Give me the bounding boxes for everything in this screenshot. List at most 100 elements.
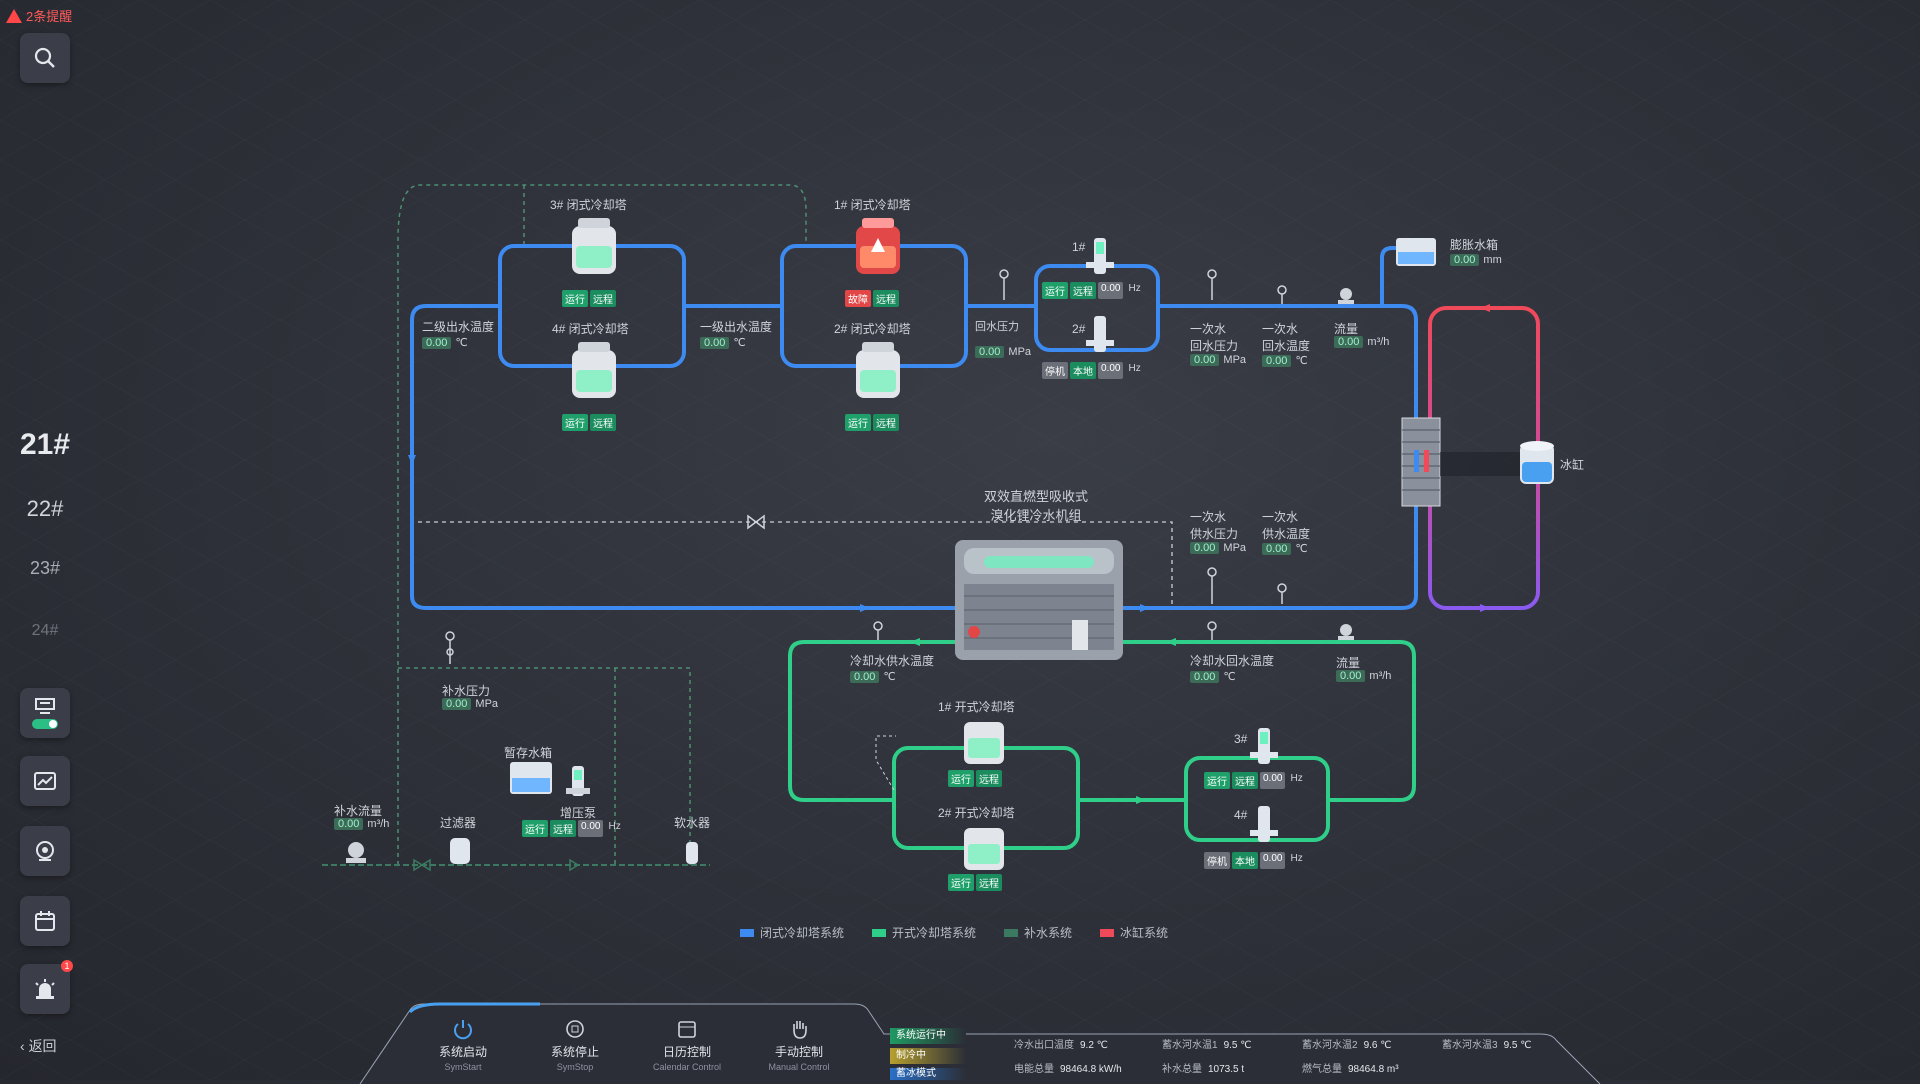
- calendar-button[interactable]: [20, 896, 70, 946]
- device-toggle-button[interactable]: [20, 688, 70, 738]
- pri-supply-temp-value: 0.00℃: [1262, 542, 1308, 555]
- bottom-bar-frame: [359, 1002, 1601, 1084]
- buffer-tank-graphic: [510, 762, 552, 794]
- legend-swatch-open: [872, 928, 887, 937]
- trend-button[interactable]: [20, 756, 70, 806]
- pri-out-temp-label: 一级出水温度: [700, 320, 773, 334]
- legend-swatch-ice: [1100, 928, 1115, 937]
- calendar-icon: [35, 911, 55, 931]
- open-tower-feed: [875, 735, 896, 791]
- ice-tank-label: 冰缸: [1560, 458, 1585, 472]
- closed-tower-3-label: 3# 闭式冷却塔: [550, 198, 627, 212]
- open-tower-2-label: 2# 开式冷却塔: [938, 806, 1015, 820]
- ice-tank-graphic: [1520, 441, 1554, 484]
- makeup-pressure-label: 补水压力: [442, 684, 491, 698]
- cw-supply-temp-value: 0.00℃: [850, 670, 896, 683]
- back-button[interactable]: ‹ 返回: [20, 1038, 57, 1054]
- legend-swatch-makeup: [1004, 928, 1019, 937]
- flow-meter-icons: [346, 288, 1354, 863]
- flow-label: 流量: [1334, 322, 1359, 336]
- unit-24[interactable]: 24#: [31, 622, 59, 639]
- makeup-dashed-lines: [397, 184, 807, 865]
- filter-graphic: [450, 838, 470, 864]
- hand-icon: [793, 1021, 807, 1039]
- legend-item: 开式冷却塔系统: [872, 924, 976, 941]
- sec-out-temp-label: 二级出水温度: [422, 320, 495, 334]
- pump3-label: 3#: [1234, 732, 1248, 746]
- softener-graphic: [686, 842, 698, 864]
- closed-tower-2-icon[interactable]: [852, 340, 904, 402]
- legend: 闭式冷却塔系统 开式冷却塔系统 补水系统 冰缸系统: [740, 924, 1168, 941]
- bypass-dashed-line: [418, 521, 1173, 604]
- search-icon: [34, 47, 55, 68]
- booster-pump-graphic: [566, 766, 590, 796]
- pump2-label: 2#: [1072, 322, 1086, 336]
- filter-label: 过滤器: [440, 816, 477, 830]
- warning-icon: [6, 8, 22, 23]
- valves: [413, 514, 765, 872]
- alarm-badge: 1: [61, 960, 73, 972]
- closed-tower-4-icon[interactable]: [568, 340, 620, 402]
- cw-return-temp-label: 冷却水回水温度: [1190, 654, 1275, 668]
- pri-return-temp-label: 一次水回水温度: [1262, 322, 1311, 353]
- unit-22[interactable]: 22#: [26, 496, 64, 521]
- chiller-graphic: [955, 540, 1123, 660]
- tower3-status: 运行远程: [562, 290, 616, 307]
- alert-indicator[interactable]: 2条提醒: [6, 6, 72, 25]
- closed-tower-3-icon[interactable]: [568, 216, 620, 278]
- stop-icon: [566, 1020, 584, 1038]
- tower1-status: 故障远程: [845, 290, 899, 307]
- alert-text: 2条提醒: [26, 9, 73, 24]
- pri-supply-temp-label: 一次水供水温度: [1262, 510, 1311, 541]
- legend-swatch-closed: [740, 928, 754, 937]
- camera-button[interactable]: [20, 826, 70, 876]
- heat-exchanger: [1401, 417, 1441, 507]
- tower4-status: 运行远程: [562, 414, 616, 431]
- chart-icon: [34, 772, 56, 790]
- pri-return-pressure-label: 一次水回水压力: [1190, 322, 1239, 353]
- chiller-label: 双效直燃型吸收式溴化锂冷水机组: [983, 489, 1088, 523]
- alarm-button[interactable]: 1: [20, 960, 73, 1014]
- search-button[interactable]: [20, 33, 70, 83]
- cw-return-temp-value: 0.00℃: [1190, 670, 1236, 683]
- unit-23[interactable]: 23#: [29, 558, 61, 578]
- pri-out-temp-value: 0.00℃: [700, 336, 746, 349]
- booster-pump-label: 增压泵: [560, 806, 597, 820]
- open-tower-1-icon[interactable]: [962, 716, 1006, 766]
- open-tower1-status: 运行远程: [948, 770, 1002, 787]
- closed-tower-1-icon[interactable]: [852, 216, 904, 278]
- toggle-switch[interactable]: [32, 719, 58, 729]
- unit-21[interactable]: 21#: [19, 428, 71, 461]
- back-label: 返回: [28, 1038, 57, 1054]
- closed-tower-4-label: 4# 闭式冷却塔: [552, 322, 629, 336]
- closed-tower-2-label: 2# 闭式冷却塔: [834, 322, 911, 336]
- pump4-label: 4#: [1234, 808, 1248, 822]
- pri-return-temp-value: 0.00℃: [1262, 354, 1308, 367]
- makeup-flow-label: 补水流量: [334, 804, 383, 818]
- flow-arrows-green: [910, 638, 1176, 804]
- calendar-icon: [678, 1021, 696, 1038]
- open-tower-2-icon[interactable]: [962, 822, 1006, 872]
